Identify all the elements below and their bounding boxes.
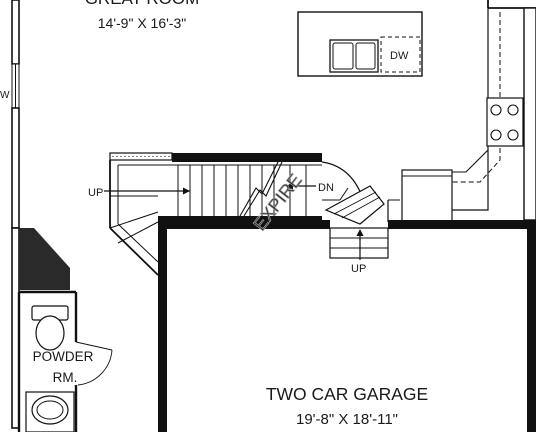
stair-treads: [118, 161, 322, 217]
double-sink-icon: [329, 39, 379, 73]
stairs-dn-label: DN: [318, 182, 334, 194]
stairs-up-arrow: [104, 187, 190, 195]
stairs-dn-arrow: [286, 182, 316, 190]
powder-door-swing: [75, 341, 113, 386]
powder-room-name: POWDER: [33, 349, 94, 364]
curved-stair: [321, 161, 385, 225]
great-room-name: GREAT ROOM: [85, 0, 200, 8]
garage-steps-up-arrow: [356, 229, 364, 260]
stairs-up-label: UP: [88, 187, 103, 199]
angled-wall-chase: [19, 228, 70, 290]
dishwasher-outline: [380, 36, 421, 73]
garage-dims: 19'-8" X 18'-11": [296, 411, 398, 428]
garage-walls: [158, 220, 536, 432]
garage-name: TWO CAR GARAGE: [266, 384, 428, 404]
sink-icon: [25, 391, 75, 432]
powder-room-walls: [17, 290, 78, 432]
cooktop-icon: [486, 97, 524, 147]
window-label: W: [0, 90, 10, 101]
great-room-dims: 14'-9" X 16'-3": [98, 15, 186, 31]
dishwasher-label: DW: [390, 50, 409, 62]
powder-room-abbrev: RM.: [53, 370, 78, 385]
kitchen-counters: [387, 0, 536, 222]
garage-steps-up-label: UP: [351, 263, 366, 275]
stair-left-winder: [109, 160, 159, 276]
refrigerator-icon: [401, 169, 453, 223]
toilet-icon: [31, 305, 69, 351]
